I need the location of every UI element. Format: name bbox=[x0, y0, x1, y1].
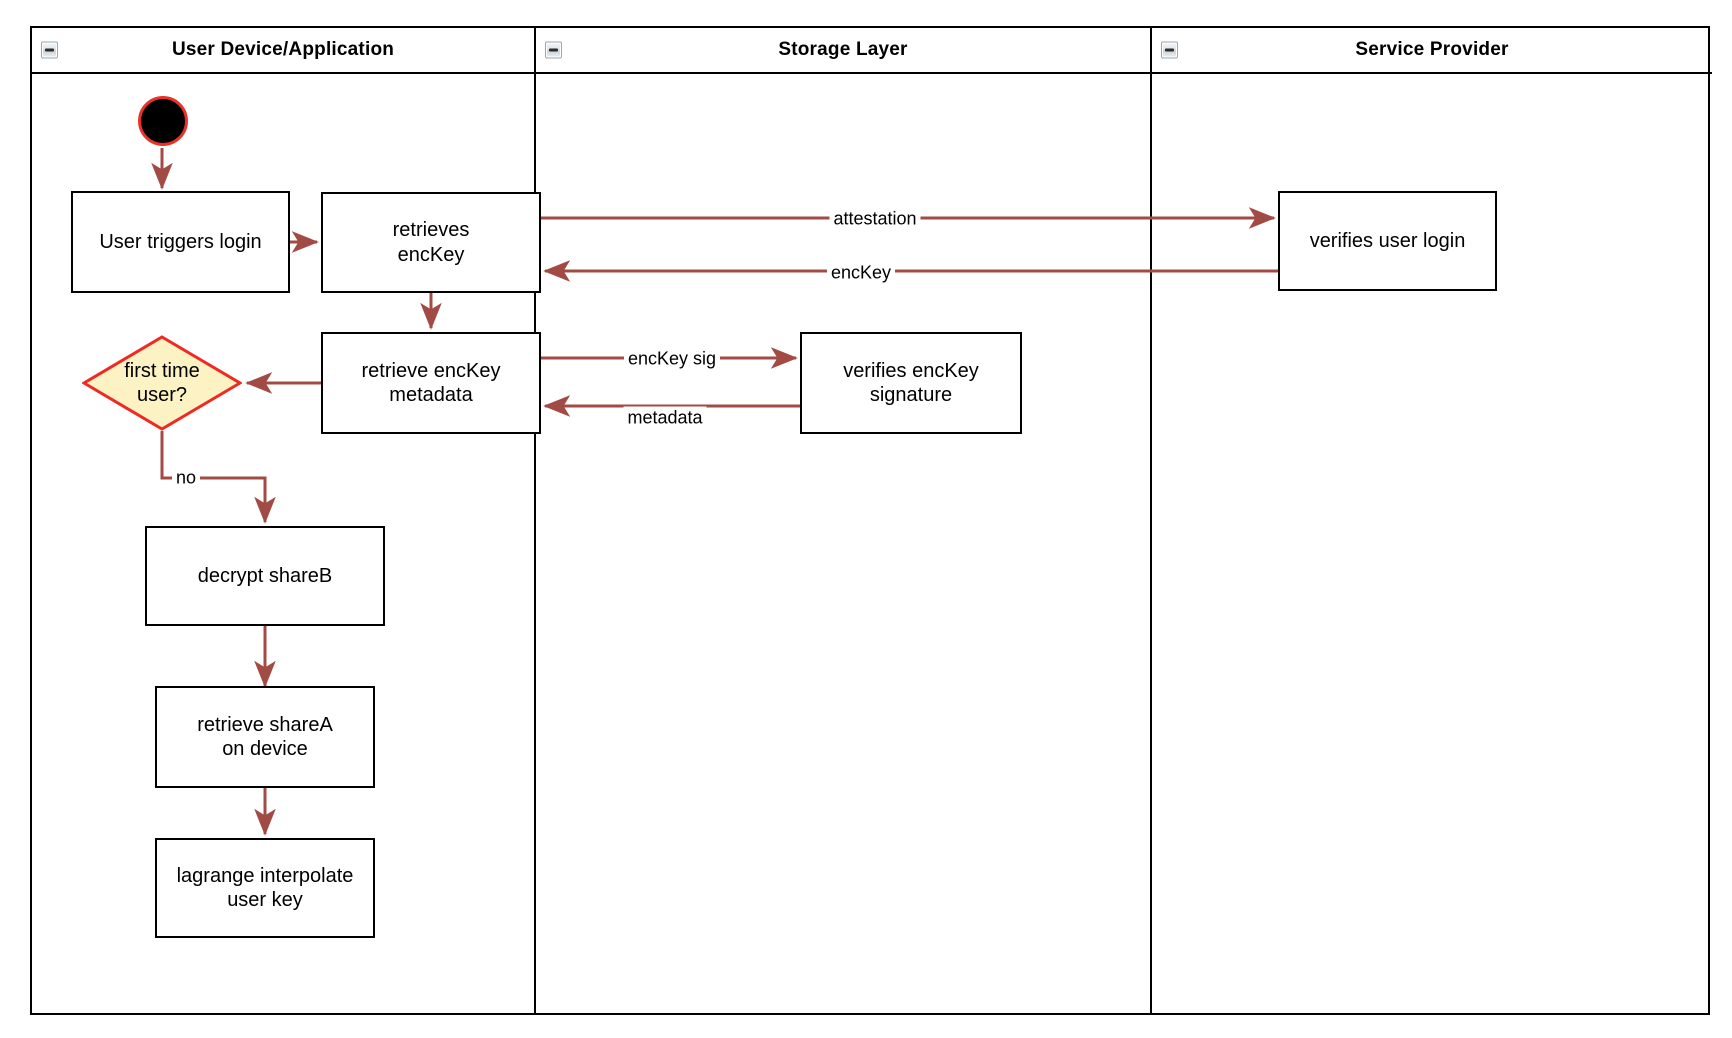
edge-label-attestation: attestation bbox=[829, 207, 921, 231]
node-lagrange-interpolate-user-key[interactable]: lagrange interpolate user key bbox=[155, 838, 375, 938]
swimlane-storage-layer[interactable]: Storage Layer bbox=[534, 28, 1150, 1013]
minus-box-icon[interactable] bbox=[545, 41, 562, 59]
minus-box-icon[interactable] bbox=[1161, 41, 1178, 59]
node-retrieve-sharea-on-device[interactable]: retrieve shareA on device bbox=[155, 686, 375, 788]
swimlane-header-user-device[interactable]: User Device/Application bbox=[32, 28, 534, 74]
edge-label-enckey: encKey bbox=[826, 261, 896, 285]
swimlane-header-service-provider[interactable]: Service Provider bbox=[1152, 28, 1712, 74]
node-retrieves-enckey[interactable]: retrieves encKey bbox=[321, 192, 541, 293]
swimlane-user-device[interactable]: User Device/Application bbox=[32, 28, 534, 1013]
node-decrypt-shareb[interactable]: decrypt shareB bbox=[145, 526, 385, 626]
minus-box-icon[interactable] bbox=[41, 41, 58, 59]
swimlane-header-storage-layer[interactable]: Storage Layer bbox=[536, 28, 1150, 74]
swimlane-title-user-device: User Device/Application bbox=[171, 39, 395, 60]
edge-label-no: no bbox=[171, 466, 201, 490]
edge-label-enckey-sig: encKey sig bbox=[623, 347, 721, 371]
swimlane-title-service-provider: Service Provider bbox=[1355, 39, 1509, 60]
node-retrieve-enckey-metadata[interactable]: retrieve encKey metadata bbox=[321, 332, 541, 434]
swimlane-service-provider[interactable]: Service Provider bbox=[1150, 28, 1712, 1013]
decision-diamond-shape bbox=[81, 335, 243, 431]
node-first-time-user-decision[interactable]: first time user? bbox=[81, 335, 243, 431]
swimlane-pool: User Device/Application Storage Layer Se… bbox=[30, 26, 1712, 1015]
swimlane-title-storage-layer: Storage Layer bbox=[778, 39, 908, 60]
start-event-node[interactable] bbox=[138, 96, 188, 146]
node-user-triggers-login[interactable]: User triggers login bbox=[71, 191, 290, 293]
node-verifies-user-login[interactable]: verifies user login bbox=[1278, 191, 1497, 291]
edge-label-metadata: metadata bbox=[623, 406, 707, 430]
node-verifies-enckey-signature[interactable]: verifies encKey signature bbox=[800, 332, 1022, 434]
